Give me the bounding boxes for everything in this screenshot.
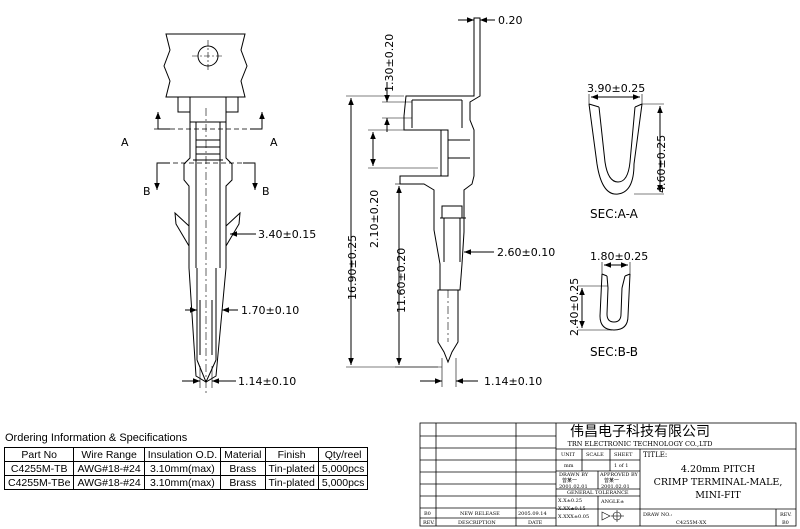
drawn-by-label: DRAWN BY xyxy=(559,472,589,478)
cell-qty: 5,000pcs xyxy=(317,475,369,490)
cell-wire-range: AWG#18-#24 xyxy=(73,475,145,490)
unit-value: mm xyxy=(564,463,574,469)
table-row: C4255M-TBe AWG#18-#24 3.10mm(max) Brass … xyxy=(3,475,369,490)
cell-finish: Tin-plated xyxy=(264,475,319,490)
title-block xyxy=(419,422,797,527)
tolerance-2: X.XX±0.15 xyxy=(558,506,586,512)
description-header: DESCRIPTION xyxy=(458,520,496,526)
tolerance-1: X.X±0.25 xyxy=(558,498,582,504)
dim-sec-a-height: 4.60±0.25 xyxy=(655,135,668,193)
rev-row-description: NEW RELEASE xyxy=(460,511,500,517)
cell-part-no: C4255M-TB xyxy=(3,461,75,476)
cell-qty: 5,000pcs xyxy=(317,461,369,476)
rev-header: REV. xyxy=(423,520,435,526)
header-qty: Qty/reel xyxy=(317,447,369,462)
dim-width-1-14-side: 1.14±0.10 xyxy=(484,375,542,388)
approved-date: 2001.02.01 xyxy=(601,484,630,490)
rev-value: B0 xyxy=(782,520,789,526)
section-marker-b-right: B xyxy=(262,185,270,198)
company-name-en: TRN ELECTRONIC TECHNOLOGY CO.,LTD xyxy=(568,440,713,448)
dim-width-1-14-front: 1.14±0.10 xyxy=(238,375,296,388)
dim-1-30: 1.30±0.20 xyxy=(383,34,396,92)
dim-sec-b-width: 1.80±0.25 xyxy=(590,250,648,263)
cell-material: Brass xyxy=(220,461,266,476)
title-line-2: CRIMP TERMINAL-MALE, xyxy=(654,477,783,488)
front-view xyxy=(154,33,265,395)
header-insulation: Insulation O.D. xyxy=(143,447,222,462)
cell-part-no: C4255M-TBe xyxy=(3,475,75,490)
tolerance-3: X.XXX±0.05 xyxy=(558,514,589,520)
sheet-value: 1 of 1 xyxy=(614,463,628,469)
dim-sec-b-height: 2.40±0.25 xyxy=(568,278,581,336)
dim-sec-a-width: 3.90±0.25 xyxy=(587,82,645,95)
cell-insulation: 3.10mm(max) xyxy=(143,475,222,490)
drawn-date: 2001.02.01 xyxy=(559,484,588,490)
table-row: C4255M-TB AWG#18-#24 3.10mm(max) Brass T… xyxy=(3,461,369,476)
dim-height-2-10: 2.10±0.20 xyxy=(368,190,381,248)
dim-width-1-70: 1.70±0.10 xyxy=(241,304,299,317)
spec-table: Part No Wire Range Insulation O.D. Mater… xyxy=(3,447,369,490)
header-part-no: Part No xyxy=(3,447,75,462)
sheet-label: SHEET xyxy=(614,452,633,458)
section-b-view xyxy=(578,262,631,331)
section-marker-a-left: A xyxy=(121,136,129,149)
section-a-view xyxy=(588,94,664,195)
company-name-cn: 伟昌电子科技有限公司 xyxy=(570,424,710,440)
title-line-3: MINI-FIT xyxy=(695,490,741,501)
header-wire-range: Wire Range xyxy=(73,447,145,462)
side-view xyxy=(346,17,495,387)
approved-by-label: APPROVED BY xyxy=(599,472,639,478)
scale-label: SCALE xyxy=(586,452,604,458)
approved-by-name: 曾某一 xyxy=(604,477,619,484)
draw-no-value: C4255M-XX xyxy=(676,520,707,526)
rev-label: REV. xyxy=(780,512,792,518)
cell-material: Brass xyxy=(220,475,266,490)
header-material: Material xyxy=(220,447,266,462)
section-b-label: SEC:B-B xyxy=(590,345,638,359)
cell-finish: Tin-plated xyxy=(264,461,319,476)
title-line-1: 4.20mm PITCH xyxy=(681,464,755,475)
rev-row-rev: B0 xyxy=(424,511,431,517)
unit-label: UNIT xyxy=(561,452,576,458)
dim-height-11-60: 11.60±0.20 xyxy=(395,248,408,313)
dim-width-3-40: 3.40±0.15 xyxy=(258,228,316,241)
angle-label: ANGLE± xyxy=(600,499,624,505)
section-marker-b-left: B xyxy=(143,185,151,198)
dim-thickness-0-20: 0.20 xyxy=(498,14,523,27)
draw-no-label: DRAW NO.: xyxy=(643,512,673,518)
section-marker-a-right: A xyxy=(270,136,278,149)
section-a-label: SEC:A-A xyxy=(590,207,639,221)
title-label: TITLE: xyxy=(643,451,667,459)
date-header: DATE xyxy=(528,520,543,526)
dim-width-2-60: 2.60±0.10 xyxy=(497,246,555,259)
general-tolerance-label: GENERAL TOLERANCE xyxy=(567,490,629,496)
cell-insulation: 3.10mm(max) xyxy=(143,461,222,476)
rev-row-date: 2005.09.14 xyxy=(518,511,547,517)
drawn-by-name: 曾某一 xyxy=(562,477,577,484)
header-finish: Finish xyxy=(264,447,319,462)
dim-height-16-90: 16.90±0.25 xyxy=(346,235,359,300)
ordering-title: Ordering Information & Specifications xyxy=(5,432,188,444)
cell-wire-range: AWG#18-#24 xyxy=(73,461,145,476)
